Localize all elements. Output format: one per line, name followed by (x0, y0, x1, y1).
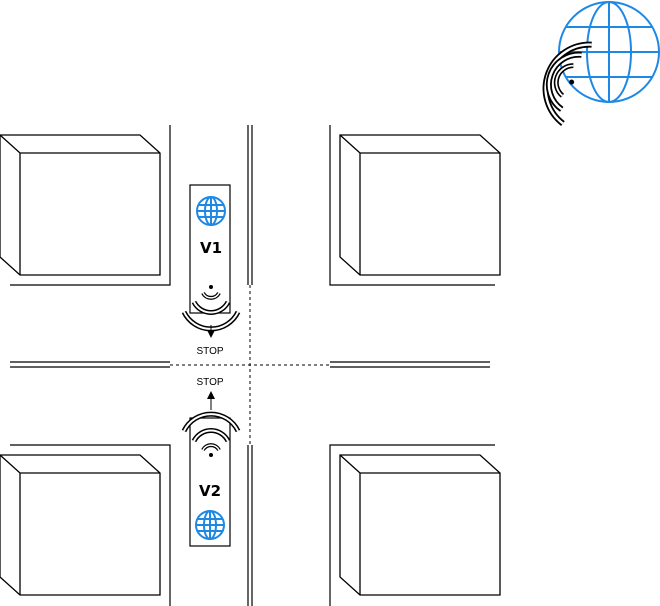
v1-stop-label: STOP (196, 346, 223, 357)
wireless-signal-icon (181, 411, 241, 457)
building-bottom-left (0, 454, 161, 596)
vehicle-label: V2 (199, 482, 221, 500)
building-top-right (339, 134, 501, 276)
vehicle-label: V1 (200, 239, 222, 257)
v2-stop-label: STOP (196, 377, 223, 388)
building-top-left (0, 134, 161, 276)
globe-icon (196, 196, 226, 226)
horizontal-lane-divider (10, 361, 490, 368)
road-edges (10, 125, 495, 606)
wireless-signal-icon (542, 41, 592, 126)
globe-icon (195, 510, 225, 540)
building-bottom-right (339, 454, 501, 596)
vertical-lane-divider (247, 125, 253, 606)
vehicle-v1: V1 (189, 184, 231, 314)
globe-icon (558, 1, 660, 103)
